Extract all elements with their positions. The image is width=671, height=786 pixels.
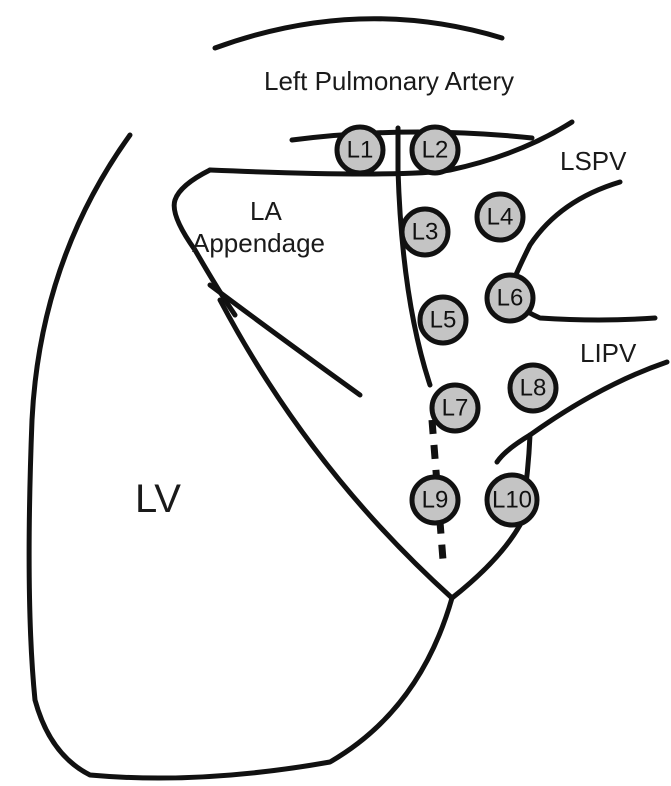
site-l1: L1 <box>337 127 383 173</box>
appendage-inner-line <box>210 285 360 395</box>
site-l9: L9 <box>412 477 458 523</box>
pulmonary-artery-top-line <box>292 132 532 140</box>
site-label: L5 <box>430 307 457 334</box>
lipv-label: LIPV <box>580 338 637 368</box>
site-l7: L7 <box>432 385 478 431</box>
site-label: L1 <box>347 137 374 164</box>
site-label: L4 <box>487 204 514 231</box>
site-l4: L4 <box>477 194 523 240</box>
site-l6: L6 <box>487 275 533 321</box>
site-label: L10 <box>492 487 532 514</box>
site-label: L8 <box>520 375 547 402</box>
la-appendage-label-line2: Appendage <box>192 228 325 258</box>
site-l10: L10 <box>487 475 537 525</box>
site-label: L9 <box>422 487 449 514</box>
site-l3: L3 <box>402 209 448 255</box>
la-appendage-label-line1: LA <box>250 196 282 226</box>
site-l8: L8 <box>510 365 556 411</box>
lv-label: LV <box>135 477 181 521</box>
site-label: L6 <box>497 285 524 312</box>
site-label: L7 <box>442 395 469 422</box>
lspv-upper-line <box>210 122 572 174</box>
site-label: L3 <box>412 219 439 246</box>
site-l5: L5 <box>420 297 466 343</box>
site-label: L2 <box>422 137 449 164</box>
site-l2: L2 <box>412 127 458 173</box>
upper-arc-line <box>215 19 502 48</box>
left-pulmonary-artery-label: Left Pulmonary Artery <box>264 66 514 96</box>
lspv-label: LSPV <box>560 146 627 176</box>
